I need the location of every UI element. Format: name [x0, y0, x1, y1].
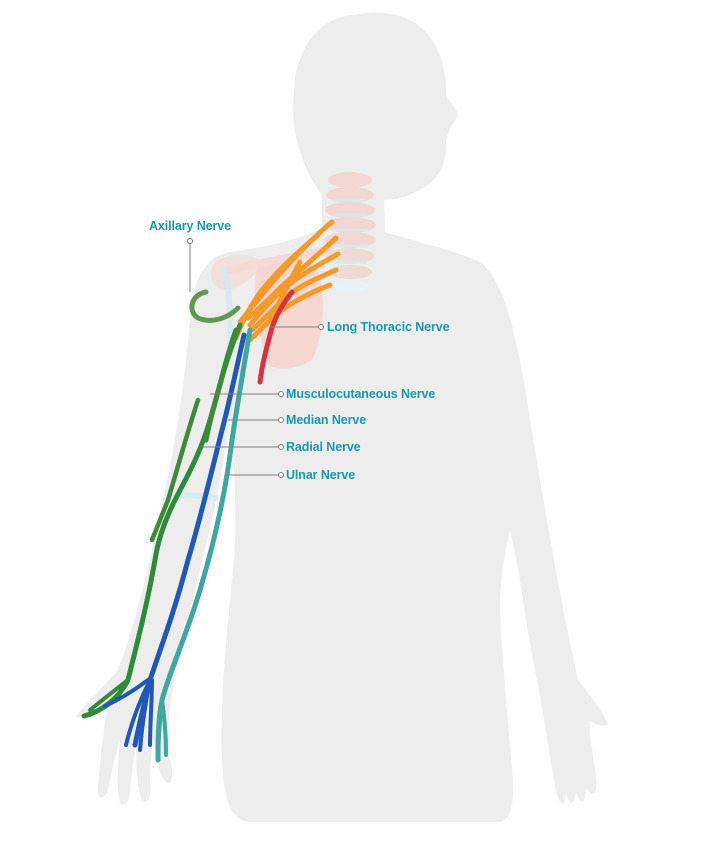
ulnar-branch-2	[160, 698, 168, 757]
vertebra	[328, 172, 372, 188]
axillary-nerve	[189, 289, 241, 323]
plexus-root-3	[247, 251, 341, 328]
plexus-root-2	[245, 235, 339, 321]
label-radial-nerve: Radial Nerve	[286, 440, 361, 454]
elbow-joint	[174, 492, 219, 501]
musculocutaneous-nerve	[203, 322, 243, 443]
ulnar-marker	[278, 472, 284, 478]
body-outline	[76, 12, 608, 823]
median-branch-2	[138, 678, 152, 752]
radial-branch-hand	[88, 678, 130, 712]
leader-lines	[187, 238, 324, 478]
lateral-cutaneous-branch	[149, 397, 201, 543]
body-silhouette	[76, 12, 608, 823]
median-branch-3	[148, 678, 154, 747]
label-median-nerve: Median Nerve	[286, 413, 367, 427]
median-marker	[278, 417, 284, 423]
vertebra	[332, 280, 368, 292]
hand-branches	[88, 678, 168, 762]
long-thoracic-marker	[318, 324, 324, 330]
long-thoracic-nerve	[257, 289, 295, 385]
radial-marker	[278, 444, 284, 450]
label-musculocutaneous-nerve: Musculocutaneous Nerve	[286, 387, 436, 401]
musculocutaneous-marker	[278, 391, 284, 397]
vertebra	[328, 265, 372, 279]
intervertebral-discs	[332, 198, 368, 264]
label-ulnar-nerve: Ulnar Nerve	[286, 468, 356, 482]
nerves	[81, 219, 341, 763]
cervical-spine	[324, 172, 376, 292]
plexus-cord	[233, 232, 321, 341]
median-branch-thumb	[103, 678, 150, 708]
plexus-branch	[267, 259, 303, 321]
axillary-marker	[187, 238, 193, 244]
label-long-thoracic-nerve: Long Thoracic Nerve	[327, 320, 450, 334]
label-axillary-nerve: Axillary Nerve	[149, 219, 231, 233]
